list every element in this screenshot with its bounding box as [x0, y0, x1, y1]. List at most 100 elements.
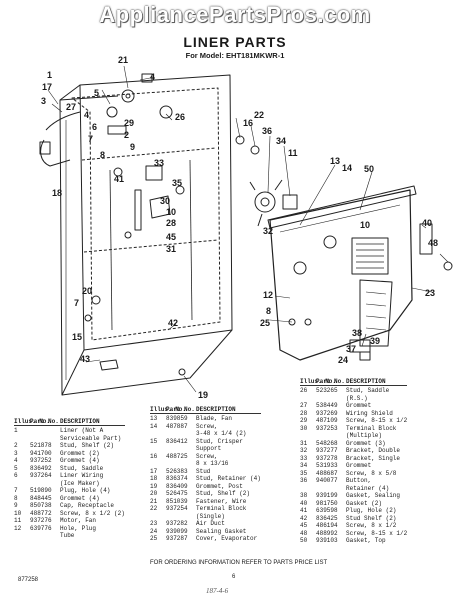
cell-part: 488725	[166, 452, 188, 460]
leader-lines	[47, 65, 449, 393]
cell-illus: 13	[150, 415, 158, 422]
table-row: 3-48 x 1/4 (2)	[150, 430, 261, 438]
cell-illus: 17	[150, 467, 158, 475]
fan-assembly	[235, 135, 298, 227]
cell-part: 836409	[166, 482, 188, 490]
callout-label: 29	[124, 118, 135, 128]
table-header: Illus. No.Part No.DESCRIPTION	[14, 418, 125, 426]
cell-illus: 41	[300, 507, 308, 514]
table-row: Retainer (4)	[300, 485, 407, 493]
cell-desc: Cover, Evaporator	[196, 535, 258, 542]
callout-label: 8	[266, 306, 272, 316]
cell-part: 531933	[316, 462, 338, 469]
cell-desc: Plug, Hole (2)	[346, 507, 397, 514]
handwritten-note: 187-4-6	[206, 587, 229, 595]
cell-desc: Bracket, Double	[346, 447, 401, 454]
callout-label: 42	[168, 318, 179, 328]
cell-illus: 5	[14, 464, 18, 472]
cell-part: 937282	[166, 520, 188, 527]
cell-illus: 2	[14, 442, 18, 449]
callout-label: 22	[254, 110, 265, 120]
cell-illus: 50	[300, 537, 308, 544]
cell-desc: Bracket, Single	[346, 454, 401, 462]
model-subtitle: For Model: EHT181MKWR-1	[185, 51, 285, 60]
cell-illus: 15	[150, 437, 158, 445]
cell-illus: 23	[150, 520, 158, 527]
cell-part: 488992	[316, 529, 338, 537]
callout-label: 4	[150, 72, 156, 82]
callout-label: 15	[72, 332, 83, 342]
liner-outline	[59, 74, 233, 396]
callout-label: 34	[276, 136, 287, 146]
cell-part: 836374	[166, 475, 188, 482]
callout-label: 6	[92, 122, 98, 132]
cell-desc: Gasket (2)	[346, 499, 383, 507]
cell-desc: Screw, 8 x 5/8	[346, 469, 397, 477]
callout-label: 41	[114, 174, 125, 184]
cell-part: 937252	[30, 457, 52, 464]
cell-illus: 40	[300, 499, 308, 507]
cell-desc: Gasket, Sealing	[346, 492, 401, 499]
watermark-banner: AppliancePartsPros.com	[99, 2, 371, 27]
cell-illus: 35	[300, 469, 308, 477]
cell-part: 941700	[30, 449, 52, 457]
cell-desc: 3-48 x 1/4 (2)	[196, 430, 247, 437]
cell-desc: 8 x 13/16	[196, 460, 229, 467]
callout-label: 35	[172, 178, 183, 188]
cell-part: 937278	[316, 454, 338, 462]
table-header: Illus. No.Part No.DESCRIPTION	[300, 378, 408, 386]
cell-desc: Button,	[346, 477, 372, 484]
cell-part: 487887	[166, 422, 188, 430]
cell-illus: 16	[150, 452, 158, 460]
callout-label: 14	[342, 163, 353, 173]
callout-label: 1	[47, 70, 53, 80]
callout-label: 37	[346, 344, 357, 354]
top-gasket	[267, 185, 417, 229]
cell-part: 939199	[316, 492, 338, 499]
header-desc: DESCRIPTION	[196, 406, 236, 413]
cell-part: 937276	[30, 517, 52, 524]
table-row: Tube	[14, 532, 125, 540]
cell-illus: 1	[14, 427, 18, 434]
cell-illus: 28	[300, 409, 308, 417]
cell-illus: 31	[300, 439, 308, 447]
callout-label: 43	[80, 354, 91, 364]
cell-part: 487109	[316, 417, 338, 424]
callout-label: 21	[118, 55, 129, 65]
cell-part: 839859	[166, 415, 188, 422]
cell-desc: Terminal Block	[346, 424, 397, 432]
cell-desc: Stud, Saddle	[346, 387, 390, 394]
cell-part: 836425	[316, 514, 338, 522]
header-part: Part No.	[30, 418, 59, 425]
cell-desc: Gasket, Top	[346, 537, 386, 544]
cell-desc: Support	[196, 445, 222, 452]
header-illus: Illus. No.	[150, 406, 187, 413]
cell-desc: (Single)	[196, 512, 225, 520]
cell-desc: Grommet	[346, 402, 372, 409]
cell-desc: Retainer (4)	[346, 484, 390, 492]
callout-label: 23	[425, 288, 436, 298]
cell-part: 639598	[316, 507, 338, 514]
cell-desc: Blade, Fan	[196, 415, 233, 422]
callout-label: 3	[41, 96, 47, 106]
cell-desc: Screw, 8 x 1/2	[346, 522, 397, 529]
callout-label: 24	[338, 355, 349, 365]
cell-desc: Grommet (3)	[346, 439, 386, 447]
table-row: (Single)	[150, 513, 261, 521]
callout-label: 8	[100, 150, 106, 160]
callout-label: 4	[84, 110, 90, 120]
cell-illus: 19	[150, 482, 158, 490]
cell-illus: 11	[14, 517, 22, 524]
header-illus: Illus. No.	[300, 378, 337, 385]
